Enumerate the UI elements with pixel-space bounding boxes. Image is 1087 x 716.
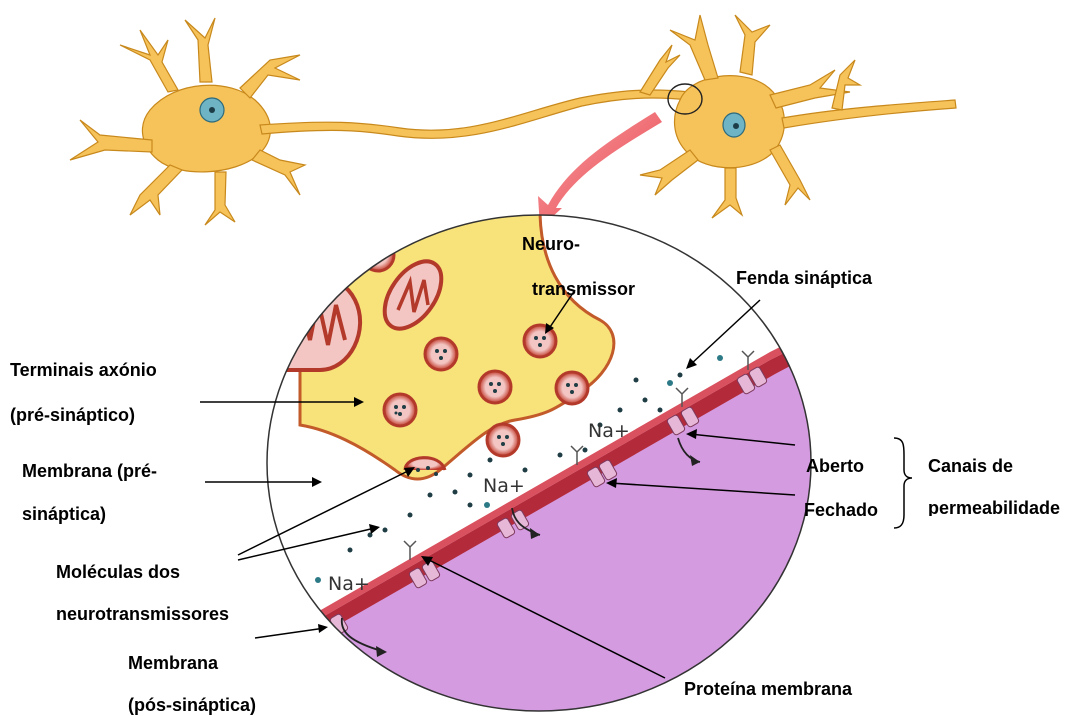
neuron-right <box>640 15 956 218</box>
neuron-left <box>70 18 690 225</box>
label-fechado: Fechado <box>804 500 878 520</box>
label-moleculas-1: Moléculas dos <box>56 562 180 582</box>
label-membrana-pre-1: Membrana (pré- <box>22 461 157 481</box>
label-membrana-pre-2: sináptica) <box>22 504 106 524</box>
na-ion-label: Na+ <box>588 420 630 442</box>
label-neurotransmissor-2: transmissor <box>532 279 635 299</box>
label-neurotransmissor-1: Neuro- <box>522 234 580 254</box>
label-terminais-1: Terminais axónio <box>10 360 157 380</box>
label-fenda-sinaptica: Fenda sináptica <box>736 268 872 288</box>
na-ion-label: Na+ <box>483 475 525 497</box>
zoom-arrow <box>538 112 662 228</box>
label-membrana-pos-2: (pós-sináptica) <box>128 695 256 715</box>
na-ion-label: Na+ <box>328 573 370 595</box>
label-canais-2: permeabilidade <box>928 498 1060 516</box>
label-membrana-pos-1: Membrana <box>128 653 218 673</box>
label-moleculas-2: neurotransmissores <box>56 604 229 624</box>
label-canais-1: Canais de <box>928 456 1013 476</box>
label-aberto: Aberto <box>806 456 864 476</box>
label-terminais-2: (pré-sináptico) <box>10 405 135 425</box>
label-proteina-membrana: Proteína membrana <box>684 679 852 699</box>
